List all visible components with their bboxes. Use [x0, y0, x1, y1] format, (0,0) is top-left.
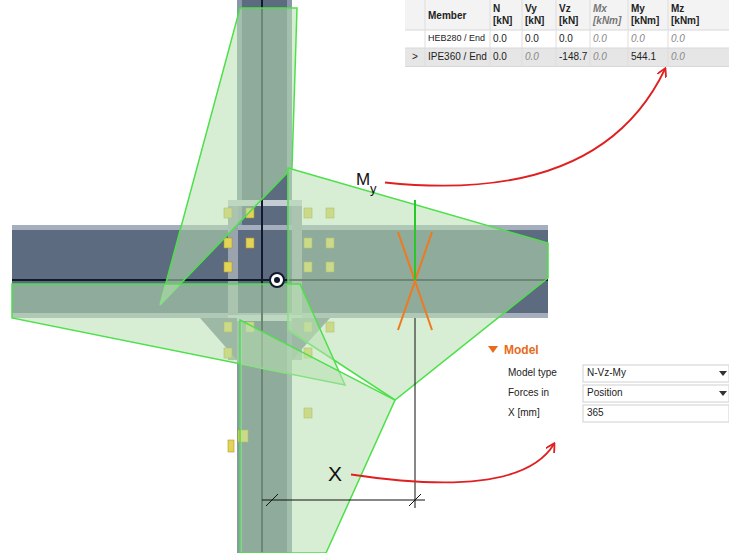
table-cell: 0.0 [631, 33, 645, 45]
table-cell: N [kN] [493, 3, 521, 26]
row-line [405, 66, 729, 67]
table-cell: 0.0 [593, 51, 607, 63]
dropdown-box [583, 365, 729, 382]
table-cell: > [412, 51, 418, 63]
model-panel: ModelModel type N-Vz-MyForces in PositionX… [484, 338, 729, 442]
panel-text: N-Vz-My [587, 367, 626, 379]
dimension-tick [409, 494, 421, 506]
table-cell: -148.7 [559, 51, 587, 63]
table-cell: 0.0 [525, 51, 539, 63]
column-line [490, 0, 491, 67]
bolt [224, 238, 232, 248]
bolt [246, 238, 254, 248]
table-cell: 0.0 [593, 33, 607, 45]
panel-text: Model [504, 343, 539, 357]
bolt [228, 440, 234, 452]
bolt [224, 262, 232, 272]
table-cell: 0.0 [493, 51, 507, 63]
panel-text: 365 [587, 407, 604, 419]
table-cell: 0.0 [525, 33, 539, 45]
callout-arrow [385, 69, 665, 186]
rotation-planes [12, 8, 548, 553]
table-cell: Vz [kN] [559, 3, 589, 26]
collapse-triangle [488, 346, 498, 353]
row-line [405, 30, 729, 31]
results-table: Member N [kN]Vy [kN]Vz [kN]Mx [kNm]My [kN… [405, 0, 729, 67]
column-line [556, 0, 557, 67]
dropdown-arrow [719, 391, 727, 396]
joint-node [270, 273, 284, 287]
selected-row [405, 48, 729, 67]
table-cell: IPE360 / End [428, 51, 487, 63]
table-cell: 544.1 [631, 51, 656, 63]
dimension-line [262, 500, 425, 501]
table-cell: Mz [kNm] [671, 3, 707, 26]
joint-node-center [274, 277, 280, 283]
dropdown-box [583, 385, 729, 402]
column-line [668, 0, 669, 67]
row-line [405, 48, 729, 49]
table-cell: 0.0 [671, 33, 685, 45]
column-line [590, 0, 591, 67]
label-text: y [370, 181, 377, 197]
column-line [425, 0, 426, 67]
moment-vector [414, 200, 416, 280]
table-cell: HEB280 / End [428, 33, 485, 44]
moment-label: My [354, 166, 379, 199]
panel-text: Model type [508, 367, 557, 379]
input-box [583, 405, 729, 422]
table-cell: Mx [kNm] [593, 3, 627, 26]
panel-text: Position [587, 387, 623, 399]
table-cell: My [kNm] [631, 3, 667, 26]
panel-text: Forces in [508, 387, 549, 399]
panel-text: X [mm] [508, 407, 540, 419]
dimension-label: X [326, 460, 345, 489]
dropdown-arrow [719, 371, 727, 376]
rotation-plane [240, 320, 395, 553]
label-text: M [356, 170, 370, 190]
table-cell: Member [428, 4, 466, 28]
extension-line [415, 318, 416, 508]
table-cell: 0.0 [493, 33, 507, 45]
table-cell: Vy [kN] [525, 3, 555, 26]
table-cell: 0.0 [671, 51, 685, 63]
rotation-plane [160, 8, 297, 305]
table-cell: 0.0 [559, 33, 573, 45]
table-header [405, 0, 729, 30]
column-line [522, 0, 523, 67]
label-text: X [328, 461, 342, 486]
column-line [628, 0, 629, 67]
callout-arrow [351, 444, 554, 482]
dimension-tick [266, 494, 278, 506]
